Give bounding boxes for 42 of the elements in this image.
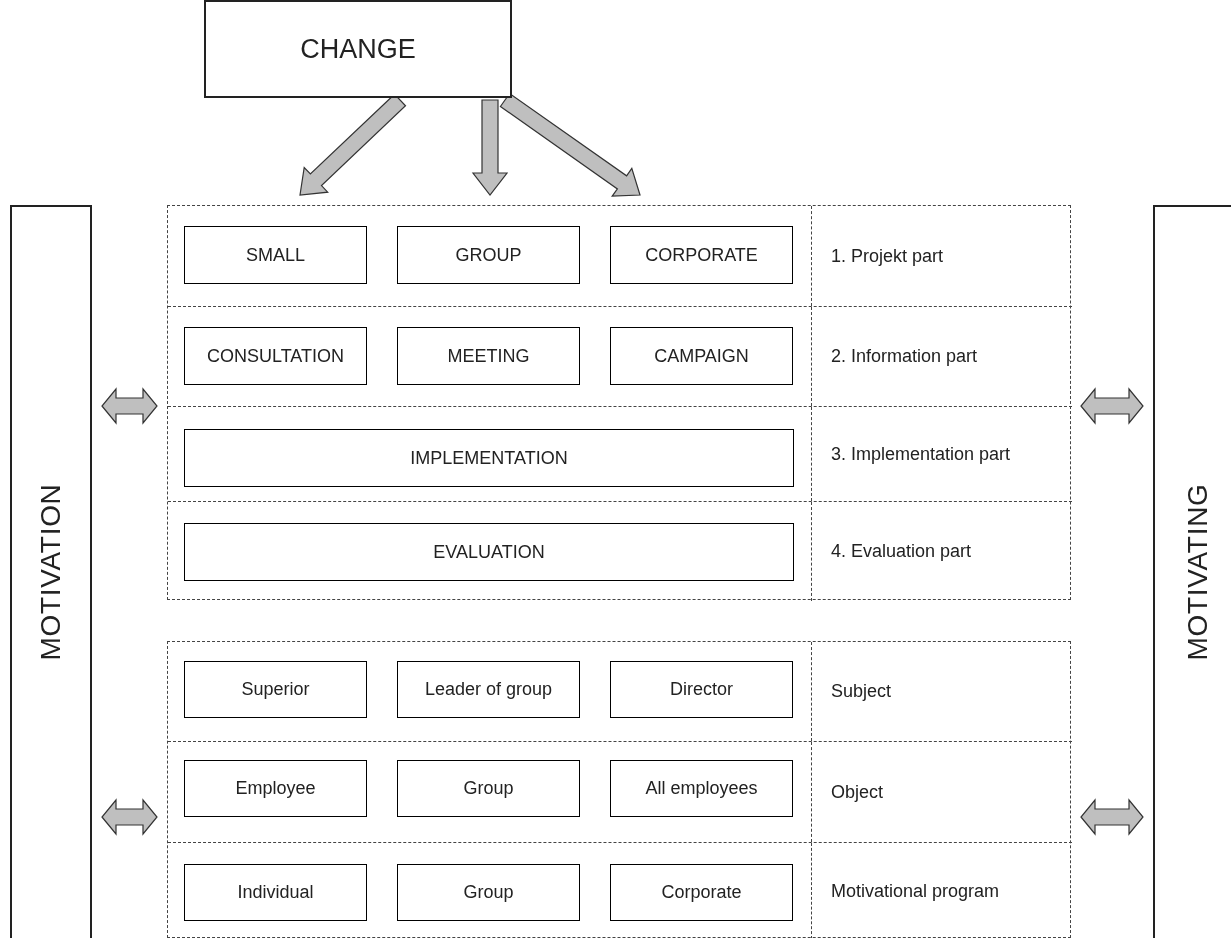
row-label: Object (831, 780, 884, 804)
vertical-box (10, 205, 92, 938)
block-arrow (1080, 387, 1144, 425)
process-box: MEETING (397, 327, 580, 385)
process-box: Corporate (610, 864, 793, 921)
row-label: Subject (831, 680, 892, 703)
dashed-row (168, 501, 1072, 601)
block-arrow (1080, 798, 1144, 836)
block-arrow (101, 798, 158, 836)
dashed-row (168, 306, 1072, 406)
row-label: 1. Projekt part (831, 244, 944, 268)
dashed-row (168, 406, 1072, 501)
row-label: Motivational program (831, 879, 1000, 903)
process-box: Individual (184, 864, 367, 921)
dashed-row (168, 741, 1072, 842)
process-box: EVALUATION (184, 523, 794, 581)
process-box: Director (610, 661, 793, 718)
block-arrow (101, 387, 158, 425)
process-box: Superior (184, 661, 367, 718)
vertical-label: MOTIVATING (1181, 483, 1214, 661)
process-box: CHANGE (204, 0, 512, 98)
process-box: CONSULTATION (184, 327, 367, 385)
vertical-label: MOTIVATION (34, 483, 67, 661)
process-box: All employees (610, 760, 793, 817)
process-box: Group (397, 760, 580, 817)
dashed-row (168, 842, 1072, 938)
block-arrow (471, 99, 509, 196)
dashed-panel (167, 205, 1071, 600)
process-box: Employee (184, 760, 367, 817)
process-box: CORPORATE (610, 226, 793, 284)
process-box: Group (397, 864, 580, 921)
row-label: 4. Evaluation part (831, 540, 972, 563)
dashed-panel (167, 641, 1071, 938)
process-box: IMPLEMENTATION (184, 429, 794, 487)
row-label: 3. Implementation part (831, 442, 1011, 466)
process-box: SMALL (184, 226, 367, 284)
row-label: 2. Information part (831, 345, 978, 368)
block-arrow (499, 92, 641, 197)
process-box: Leader of group (397, 661, 580, 718)
vertical-box (1153, 205, 1231, 938)
process-box: CAMPAIGN (610, 327, 793, 385)
process-box: GROUP (397, 226, 580, 284)
